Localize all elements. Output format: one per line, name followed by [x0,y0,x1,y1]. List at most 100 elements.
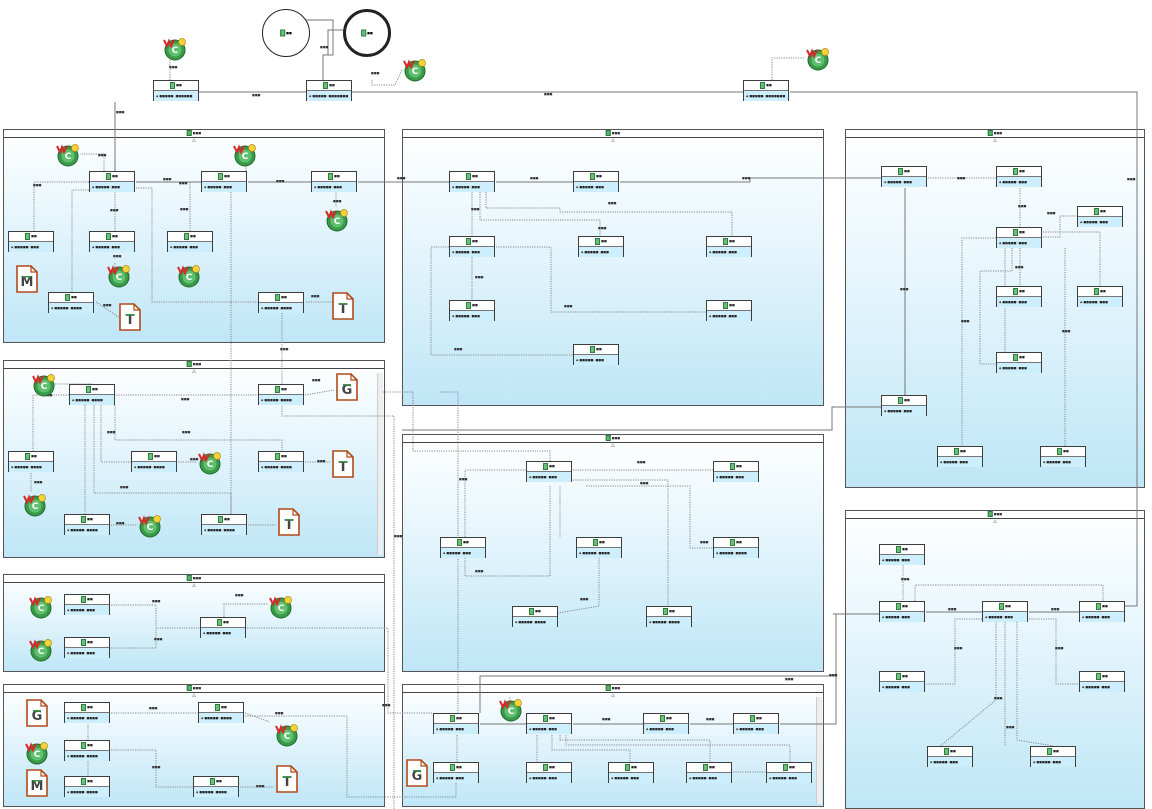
task-node[interactable]: ■■■■■■■: ■■■ [1030,746,1076,767]
pane-header[interactable]: ■■■ [4,575,384,583]
task-node[interactable]: ■■■■■■■: ■■■■ [198,702,244,723]
task-node[interactable]: ■■■■■■■: ■■■■ [64,740,110,761]
task-node[interactable]: ■■■■■■■: ■■■ [766,762,812,783]
pane-header[interactable]: ■■■ [403,685,823,693]
task-node[interactable]: ■■■■■■■: ■■■■■■ [153,80,199,101]
document-icon[interactable]: G [334,372,360,401]
task-node[interactable]: ■■■■■■■: ■■■ [449,171,495,192]
event-trigger-icon[interactable]: C [162,36,188,62]
task-node[interactable]: ■■■■■■■: ■■■ [1077,286,1123,307]
task-node[interactable]: ■■■■■■■: ■■■■ [258,384,304,405]
task-node[interactable]: ■■■■■■■: ■■■■ [64,514,110,535]
task-node[interactable]: ■■■■■■■: ■■■■ [512,606,558,627]
task-node[interactable]: ■■■■■■■: ■■■■ [576,537,622,558]
task-node[interactable]: ■■■■■■■: ■■■ [686,762,732,783]
task-node[interactable]: ■■■■■■■: ■■■■ [8,451,54,472]
task-node[interactable]: ■■■■■■■: ■■■■ [713,537,759,558]
task-node[interactable]: ■■■■■■■: ■■■■ [258,292,304,313]
task-node[interactable]: ■■■■■■■: ■■■ [706,300,752,321]
task-node[interactable]: ■■■■■■■: ■■■ [1079,671,1125,692]
task-node[interactable]: ■■■■■■■: ■■■ [1077,206,1123,227]
task-node[interactable]: ■■■■■■■: ■■■ [706,236,752,257]
document-icon[interactable]: T [330,449,356,478]
event-trigger-icon[interactable]: C [274,722,300,748]
document-icon[interactable]: T [117,302,143,331]
event-trigger-icon[interactable]: C [55,142,81,168]
event-trigger-icon[interactable]: C [137,513,163,539]
task-node[interactable]: ■■■■■■■: ■■■ [449,236,495,257]
event-trigger-icon[interactable]: C [232,142,258,168]
task-node[interactable]: ■■■■■■■: ■■■■ [64,776,110,797]
event-trigger-icon[interactable]: C [498,697,524,723]
task-node[interactable]: ■■■■■■■: ■■■■■■■ [743,80,789,101]
document-icon[interactable]: T [276,507,302,536]
document-icon[interactable]: G [24,698,50,727]
task-node[interactable]: ■■■■■■■: ■■■ [996,352,1042,373]
task-node[interactable]: ■■■■■■■: ■■■ [311,171,357,192]
task-node[interactable]: ■■■■■■■: ■■■■ [258,451,304,472]
pane-header[interactable]: ■■■ [846,130,1144,138]
document-icon[interactable]: T [274,764,300,793]
task-node[interactable]: ■■■■■■■: ■■■ [879,671,925,692]
event-trigger-icon[interactable]: C [28,637,54,663]
event-trigger-icon[interactable]: C [268,594,294,620]
pane-header[interactable]: ■■■ [4,685,384,693]
task-node[interactable]: ■■■■■■■: ■■■ [881,395,927,416]
pane-header[interactable]: ■■■ [4,130,384,138]
task-node[interactable]: ■■■■■■■: ■■■ [573,171,619,192]
event-trigger-icon[interactable]: C [28,594,54,620]
task-node[interactable]: ■■■■■■■: ■■■■ [201,514,247,535]
task-node[interactable]: ■■■■■■■: ■■■ [996,227,1042,248]
end-state[interactable]: ■■ [343,9,391,57]
start-state[interactable]: ■■ [262,9,310,57]
event-trigger-icon[interactable]: C [805,46,831,72]
sequence-connector[interactable] [322,29,343,80]
event-trigger-icon[interactable]: C [31,372,57,398]
pane-scrollbar[interactable] [816,697,822,804]
task-node[interactable]: ■■■■■■■: ■■■ [64,594,110,615]
task-node[interactable]: ■■■■■■■: ■■■■ [69,384,115,405]
task-node[interactable]: ■■■■■■■: ■■■ [573,344,619,365]
task-node[interactable]: ■■■■■■■: ■■■ [927,746,973,767]
task-node[interactable]: ■■■■■■■: ■■■ [200,617,246,638]
task-node[interactable]: ■■■■■■■: ■■■■ [646,606,692,627]
task-node[interactable]: ■■■■■■■: ■■■■ [193,776,239,797]
task-node[interactable]: ■■■■■■■: ■■■ [167,231,213,252]
event-trigger-icon[interactable]: C [106,263,132,289]
task-node[interactable]: ■■■■■■■: ■■■ [996,166,1042,187]
document-icon[interactable]: G [404,758,430,787]
message-connector[interactable] [371,69,403,86]
task-node[interactable]: ■■■■■■■: ■■■ [64,637,110,658]
event-trigger-icon[interactable]: C [24,740,50,766]
task-node[interactable]: ■■■■■■■: ■■■ [8,231,54,252]
document-icon[interactable]: M [14,264,40,293]
task-node[interactable]: ■■■■■■■: ■■■ [733,713,779,734]
task-node[interactable]: ■■■■■■■: ■■■ [526,461,572,482]
event-trigger-icon[interactable]: C [324,207,350,233]
task-node[interactable]: ■■■■■■■: ■■■ [526,762,572,783]
task-node[interactable]: ■■■■■■■: ■■■ [89,231,135,252]
task-node[interactable]: ■■■■■■■: ■■■■■■■ [306,80,352,101]
pane-header[interactable]: ■■■ [403,130,823,138]
task-node[interactable]: ■■■■■■■: ■■■ [643,713,689,734]
event-trigger-icon[interactable]: C [197,450,223,476]
pane-scrollbar[interactable] [377,373,383,555]
task-node[interactable]: ■■■■■■■: ■■■ [1040,446,1086,467]
event-trigger-icon[interactable]: C [176,263,202,289]
task-node[interactable]: ■■■■■■■: ■■■ [433,762,479,783]
task-node[interactable]: ■■■■■■■: ■■■ [879,601,925,622]
task-node[interactable]: ■■■■■■■: ■■■ [881,166,927,187]
task-node[interactable]: ■■■■■■■: ■■■ [996,286,1042,307]
task-node[interactable]: ■■■■■■■: ■■■ [608,762,654,783]
task-node[interactable]: ■■■■■■■: ■■■ [201,171,247,192]
task-node[interactable]: ■■■■■■■: ■■■ [433,713,479,734]
event-trigger-icon[interactable]: C [402,57,428,83]
task-node[interactable]: ■■■■■■■: ■■■ [440,537,486,558]
task-node[interactable]: ■■■■■■■: ■■■ [89,171,135,192]
task-node[interactable]: ■■■■■■■: ■■■■ [64,702,110,723]
task-node[interactable]: ■■■■■■■: ■■■ [879,544,925,565]
task-node[interactable]: ■■■■■■■: ■■■ [982,601,1028,622]
task-node[interactable]: ■■■■■■■: ■■■ [713,461,759,482]
message-connector[interactable] [771,57,805,80]
task-node[interactable]: ■■■■■■■: ■■■■ [48,292,94,313]
